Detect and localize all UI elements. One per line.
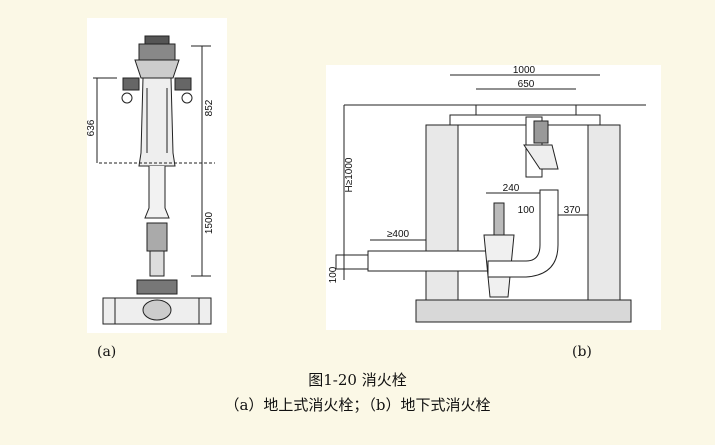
figure-title: 图1-20 消火栓 — [308, 371, 407, 389]
figure-caption: （a）地上式消火栓；（b）地下式消火栓 — [224, 396, 491, 414]
dim-offset-240: 240 — [503, 183, 520, 194]
dim-depth: H≥1000 — [344, 157, 355, 192]
above-ground-hydrant-drawing: 636 852 1500 — [87, 35, 215, 325]
figure-panel-a: 636 852 1500 — [87, 18, 227, 333]
dim-offset-370: 370 — [564, 205, 581, 216]
panel-b-label: (b) — [572, 344, 592, 360]
dim-outer-width: 1000 — [513, 65, 536, 76]
underground-hydrant-drawing: 1000 650 H≥1000 240 100 370 ≥400 100 — [328, 65, 646, 323]
dim-offset-100: 100 — [518, 205, 535, 216]
dim-top-height: 852 — [204, 99, 215, 116]
dim-buried-depth: 1500 — [204, 211, 215, 234]
dim-upper-height: 636 — [87, 119, 97, 136]
dim-pipe-dia: 100 — [328, 266, 339, 283]
figure-panel-b: 1000 650 H≥1000 240 100 370 ≥400 100 — [326, 65, 661, 330]
dim-cover-width: 650 — [518, 79, 535, 90]
panel-a-label: (a) — [97, 344, 117, 360]
dim-pipe-length: ≥400 — [387, 229, 410, 240]
